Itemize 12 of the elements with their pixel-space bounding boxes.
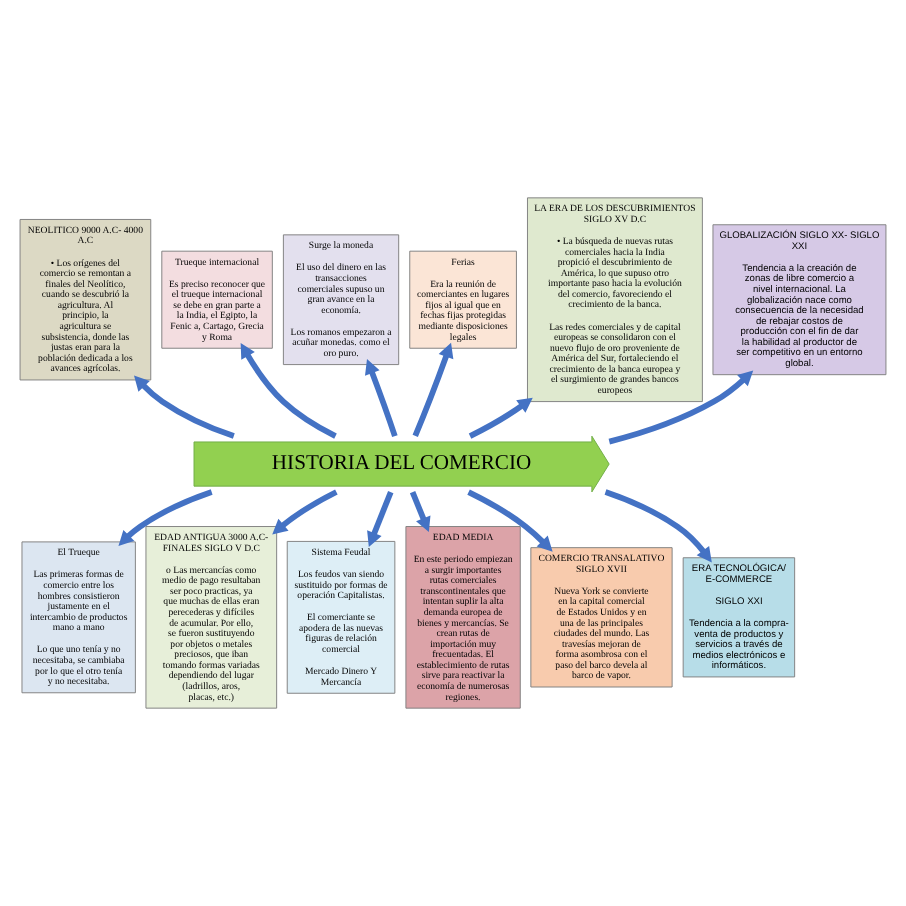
arrow [604, 489, 712, 563]
arrow [468, 397, 533, 439]
arrow [409, 491, 431, 533]
arrow [367, 491, 394, 547]
arrow [134, 375, 235, 439]
arrow [240, 343, 337, 439]
arrow [608, 370, 754, 445]
arrow [467, 489, 553, 552]
arrow [412, 342, 454, 437]
arrow [118, 489, 213, 546]
arrow [272, 489, 338, 535]
arrow [365, 359, 398, 438]
